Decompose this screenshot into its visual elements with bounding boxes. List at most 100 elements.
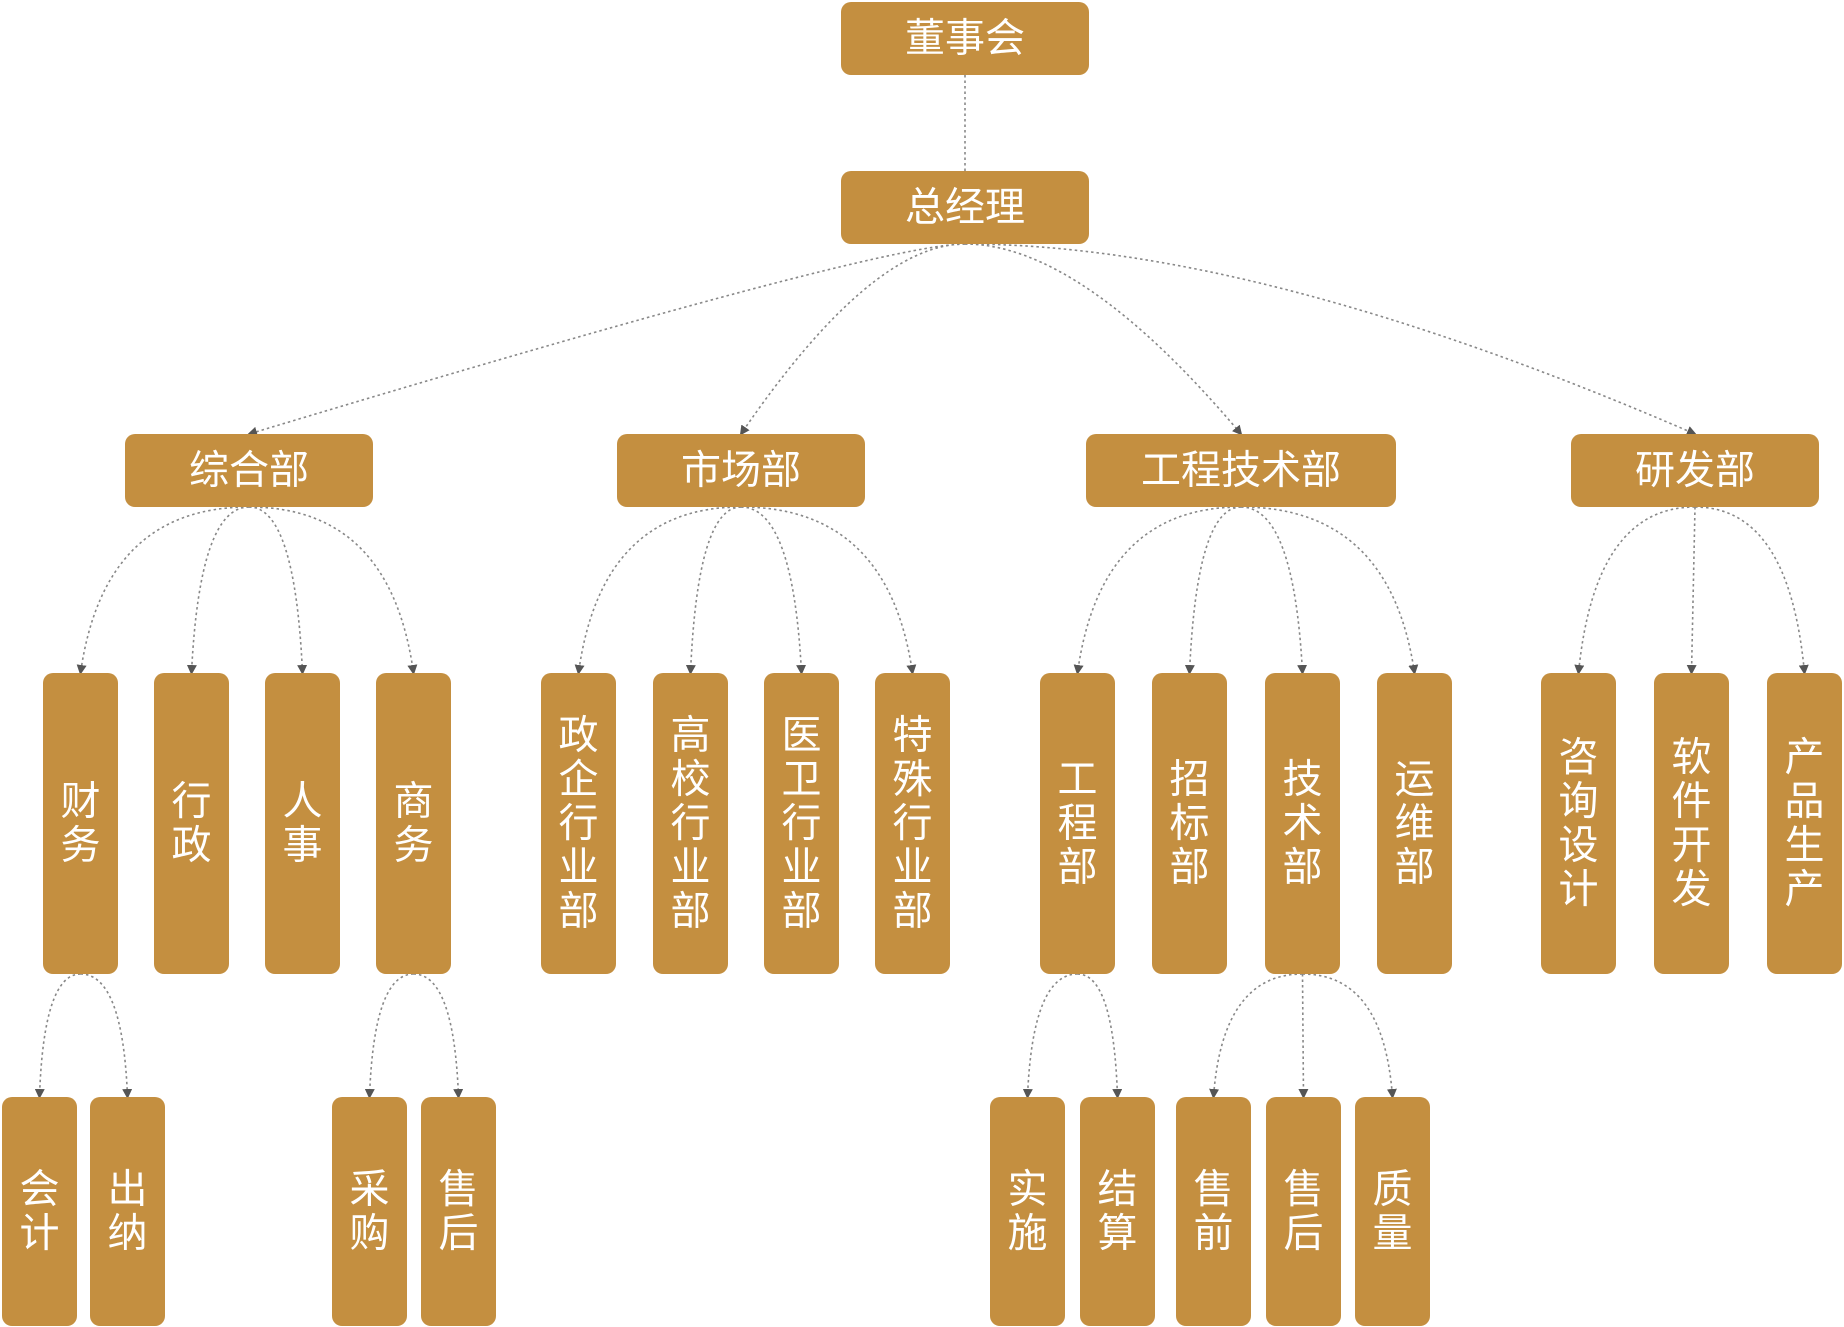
sub-node-1-2: 医卫行业部: [764, 673, 839, 974]
sub-to-leaf-line-0-3-1: [413, 973, 464, 1099]
sub-to-leaf-line-2-2-1: [1298, 973, 1309, 1099]
leaf-node-2-2-1-label: 售后: [1284, 1167, 1324, 1257]
leaf-node-0-0-1: 出纳: [90, 1097, 165, 1326]
gm-to-dept-line-0: [247, 243, 966, 437]
general-manager-node-label: 总经理: [905, 185, 1025, 231]
sub-node-1-1-label: 高校行业部: [671, 713, 711, 935]
sub-node-3-1-box: [1654, 673, 1729, 974]
dept-to-sub-line-3-1: [1686, 506, 1697, 675]
gm-to-dept-line-2: [964, 243, 1243, 436]
leaf-node-2-2-2-box: [1355, 1097, 1430, 1326]
sub-node-3-2: 产品生产: [1767, 673, 1842, 974]
sub-to-leaf-line-0-0-0: [34, 973, 81, 1099]
leaf-node-2-2-2: 质量: [1355, 1097, 1430, 1326]
sub-to-leaf-line-2-2-0: [1209, 973, 1303, 1099]
board-node-label: 董事会: [905, 16, 1025, 62]
sub-to-leaf-line-2-0-0: [1022, 973, 1078, 1099]
sub-to-leaf-line-0-0-1: [80, 973, 133, 1099]
leaf-node-0-0-1-label: 出纳: [108, 1167, 148, 1257]
sub-node-0-1: 行政: [154, 673, 229, 974]
sub-node-2-2-box: [1265, 673, 1340, 974]
connector-lines: [34, 75, 1809, 1099]
sub-to-leaf-line-2-0-1: [1077, 973, 1123, 1099]
dept-to-sub-line-1-0: [574, 506, 742, 675]
sub-to-leaf-line-2-2-2: [1302, 973, 1397, 1099]
board-node: 董事会: [841, 2, 1089, 75]
sub-node-1-2-box: [764, 673, 839, 974]
sub-node-0-2-box: [265, 673, 340, 974]
gm-to-dept-line-1: [739, 243, 966, 436]
dept-node-3: 研发部: [1571, 434, 1819, 507]
sub-node-2-0-label: 工程部: [1058, 757, 1098, 891]
dept-to-sub-line-0-3: [248, 506, 418, 675]
dept-to-sub-line-3-2: [1694, 506, 1809, 675]
sub-node-2-0: 工程部: [1040, 673, 1115, 974]
leaf-node-2-0-1-label: 结算: [1098, 1167, 1138, 1257]
dept-to-sub-line-2-0: [1073, 506, 1242, 675]
dept-node-2-box: [1086, 434, 1396, 507]
sub-node-2-3-label: 运维部: [1395, 757, 1435, 891]
sub-node-0-2-label: 人事: [283, 779, 323, 869]
dept-node-2-label: 工程技术部: [1141, 448, 1341, 494]
dept-node-0-label: 综合部: [189, 448, 309, 494]
leaf-node-0-0-0-label: 会计: [20, 1167, 60, 1257]
leaf-node-2-2-1-box: [1266, 1097, 1341, 1326]
dept-to-sub-line-2-3: [1240, 506, 1419, 675]
board-node-box: [841, 2, 1089, 75]
leaf-node-2-2-1: 售后: [1266, 1097, 1341, 1326]
leaf-node-0-3-1: 售后: [421, 1097, 496, 1326]
leaf-node-0-3-1-box: [421, 1097, 496, 1326]
dept-node-0: 综合部: [125, 434, 373, 507]
sub-node-0-0-label: 财务: [61, 779, 101, 869]
sub-node-1-3-box: [875, 673, 950, 974]
sub-node-3-1: 软件开发: [1654, 673, 1729, 974]
leaf-node-2-0-1-box: [1080, 1097, 1155, 1326]
dept-to-sub-line-1-1: [685, 506, 742, 675]
sub-node-3-0-box: [1541, 673, 1616, 974]
dept-to-sub-line-1-2: [740, 506, 807, 675]
dept-to-sub-line-0-2: [248, 506, 308, 675]
sub-node-1-0: 政企行业部: [541, 673, 616, 974]
sub-node-3-0: 咨询设计: [1541, 673, 1616, 974]
sub-node-2-1-box: [1152, 673, 1227, 974]
sub-node-0-0-box: [43, 673, 118, 974]
dept-node-1: 市场部: [617, 434, 865, 507]
leaf-node-0-3-0-box: [332, 1097, 407, 1326]
sub-node-2-1-label: 招标部: [1170, 757, 1210, 891]
sub-node-2-2-label: 技术部: [1283, 757, 1323, 891]
sub-node-3-0-label: 咨询设计: [1559, 735, 1599, 913]
dept-to-sub-line-2-1: [1184, 506, 1242, 675]
sub-node-1-0-label: 政企行业部: [559, 713, 599, 935]
leaf-node-0-3-0: 采购: [332, 1097, 407, 1326]
sub-node-1-1: 高校行业部: [653, 673, 728, 974]
leaf-node-2-2-2-label: 质量: [1373, 1167, 1413, 1257]
dept-node-1-label: 市场部: [681, 448, 801, 494]
leaf-node-2-2-0: 售前: [1176, 1097, 1251, 1326]
sub-node-0-1-box: [154, 673, 229, 974]
sub-node-2-3-box: [1377, 673, 1452, 974]
sub-node-0-1-label: 行政: [172, 779, 212, 869]
leaf-node-2-0-0-box: [990, 1097, 1065, 1326]
leaf-node-2-0-0: 实施: [990, 1097, 1065, 1326]
sub-node-2-1: 招标部: [1152, 673, 1227, 974]
sub-node-3-2-label: 产品生产: [1785, 735, 1825, 913]
sub-node-0-3: 商务: [376, 673, 451, 974]
sub-node-1-3-label: 特殊行业部: [893, 713, 933, 935]
leaf-node-0-0-1-box: [90, 1097, 165, 1326]
sub-to-leaf-line-0-3-0: [364, 973, 414, 1099]
dept-node-0-box: [125, 434, 373, 507]
sub-node-1-2-label: 医卫行业部: [782, 713, 822, 935]
gm-to-dept-line-3: [964, 243, 1697, 436]
leaf-node-2-2-0-label: 售前: [1194, 1167, 1234, 1257]
dept-node-1-box: [617, 434, 865, 507]
sub-node-1-3: 特殊行业部: [875, 673, 950, 974]
sub-node-0-0: 财务: [43, 673, 118, 974]
general-manager-node-box: [841, 171, 1089, 244]
leaf-node-2-0-0-label: 实施: [1008, 1167, 1048, 1257]
dept-node-2: 工程技术部: [1086, 434, 1396, 507]
sub-node-1-1-box: [653, 673, 728, 974]
sub-node-1-0-box: [541, 673, 616, 974]
dept-node-3-label: 研发部: [1635, 448, 1755, 494]
